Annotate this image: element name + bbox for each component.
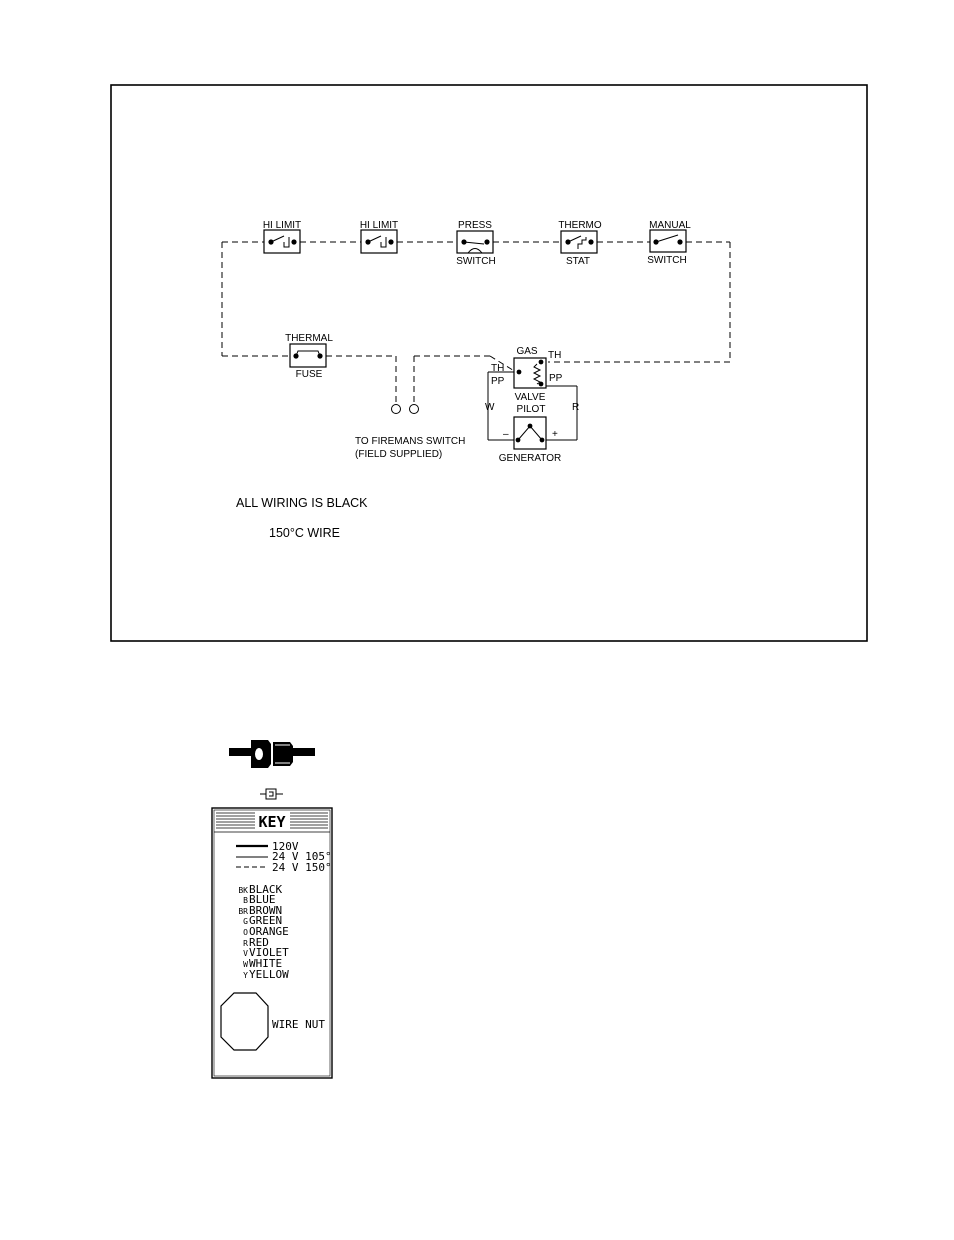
pilot-plus-label: + bbox=[552, 429, 558, 440]
key-color-yellow: YELLOW bbox=[249, 968, 289, 981]
gas-valve-pp-right-label: PP bbox=[549, 373, 563, 384]
pilot-r-wire-label: R bbox=[572, 402, 579, 413]
thermostat-bottom-label: STAT bbox=[566, 256, 590, 267]
pilot-minus-label: – bbox=[503, 429, 509, 440]
press-switch-top-label: PRESS bbox=[458, 220, 492, 231]
thermostat-top-label: THERMO bbox=[558, 220, 602, 231]
gas-valve-bottom-label: VALVE bbox=[515, 392, 546, 403]
connector-symbol-icon bbox=[260, 789, 283, 799]
thermal-fuse-top-label: THERMAL bbox=[285, 333, 333, 344]
pilot-top-label: PILOT bbox=[517, 404, 546, 415]
manual-switch-bottom-label: SWITCH bbox=[647, 255, 686, 266]
gas-valve-pp-left-label: PP bbox=[491, 376, 505, 387]
svg-text:BR: BR bbox=[238, 907, 248, 916]
hi-limit-switch-2: HI LIMIT bbox=[360, 220, 398, 253]
key-title: KEY bbox=[258, 813, 285, 831]
firemans-switch-label-2: (FIELD SUPPLIED) bbox=[355, 449, 442, 460]
firemans-switch-label-1: TO FIREMANS SWITCH bbox=[355, 436, 465, 447]
svg-text:BK: BK bbox=[238, 886, 248, 895]
svg-text:V: V bbox=[243, 949, 248, 958]
key-line-type-24v-150: 24 V 150° bbox=[272, 861, 332, 874]
connector-icon bbox=[229, 740, 315, 768]
wiring-color-note: ALL WIRING IS BLACK bbox=[236, 496, 368, 510]
firemans-switch-terminals: TO FIREMANS SWITCH (FIELD SUPPLIED) bbox=[355, 405, 465, 461]
manual-switch: MANUAL SWITCH bbox=[647, 220, 691, 266]
gas-valve-th-right-label: TH bbox=[548, 350, 561, 361]
hi-limit-1-label: HI LIMIT bbox=[263, 220, 301, 231]
pilot-w-wire-label: W bbox=[485, 402, 495, 413]
thermostat: THERMO STAT bbox=[558, 220, 602, 267]
pressure-switch: PRESS SWITCH bbox=[456, 220, 495, 267]
thermal-fuse: THERMAL FUSE bbox=[285, 333, 333, 380]
svg-text:Y: Y bbox=[243, 971, 248, 980]
key-legend: KEY 120V 24 V 105° 24 V 150° BK BLACK B … bbox=[212, 808, 332, 1078]
diagram-frame bbox=[111, 85, 867, 641]
svg-text:B: B bbox=[243, 896, 248, 905]
svg-text:W: W bbox=[243, 960, 248, 969]
hi-limit-switch-1: HI LIMIT bbox=[263, 220, 301, 253]
key-wire-nut-label: WIRE NUT bbox=[272, 1018, 325, 1031]
svg-text:O: O bbox=[243, 928, 248, 937]
svg-text:R: R bbox=[243, 939, 248, 948]
wire-temperature-note: 150°C WIRE bbox=[269, 526, 340, 540]
wire-nut-icon bbox=[221, 993, 268, 1050]
pilot-generator-bottom-label: GENERATOR bbox=[499, 453, 561, 464]
svg-text:G: G bbox=[243, 917, 248, 926]
thermal-fuse-bottom-label: FUSE bbox=[296, 369, 323, 380]
hi-limit-2-label: HI LIMIT bbox=[360, 220, 398, 231]
manual-switch-top-label: MANUAL bbox=[649, 220, 691, 231]
press-switch-bottom-label: SWITCH bbox=[456, 256, 495, 267]
gas-valve-top-label: GAS bbox=[516, 346, 537, 357]
gas-valve: GAS TH TH PP PP VALVE bbox=[491, 346, 563, 403]
